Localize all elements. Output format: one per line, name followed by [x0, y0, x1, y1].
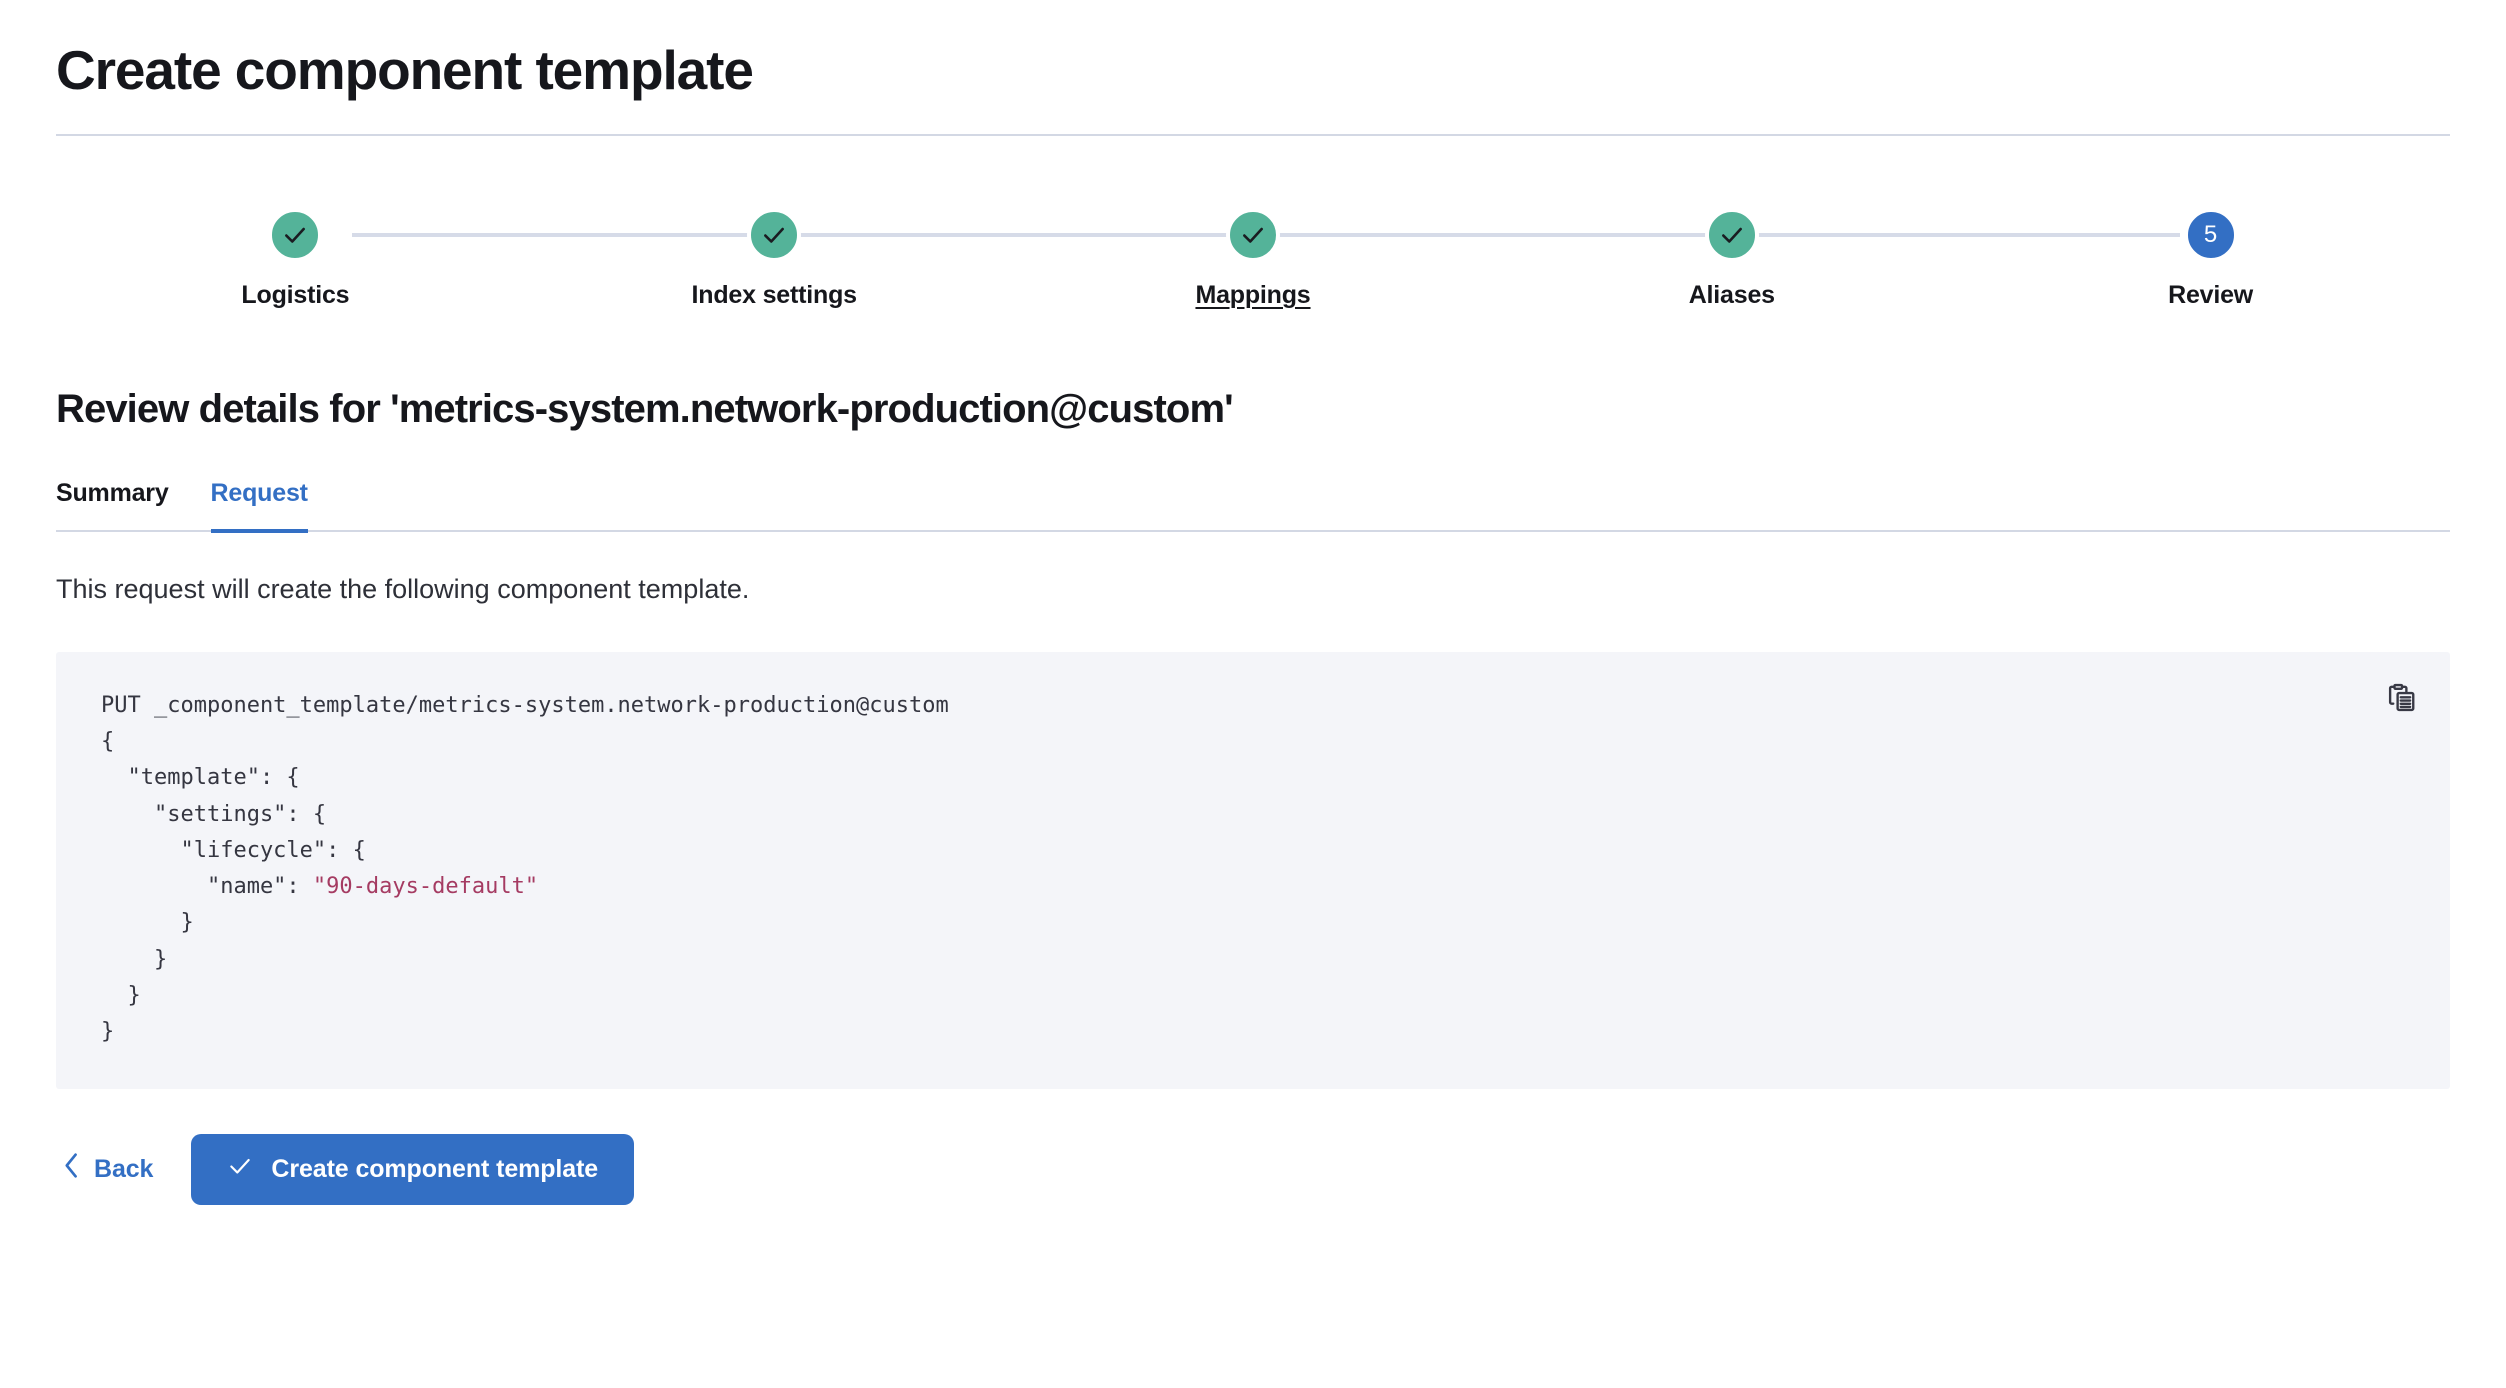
stepper-step-review[interactable]: 5 Review — [1971, 207, 2450, 310]
check-icon — [1240, 222, 1266, 248]
page-title: Create component template — [56, 39, 754, 101]
code-line: { — [101, 728, 115, 754]
stepper-step-label: Logistics — [241, 280, 350, 309]
request-description: This request will create the following c… — [56, 573, 750, 604]
stepper-step-mappings[interactable]: Mappings — [1014, 207, 1493, 310]
stepper-step-label: Review — [2168, 280, 2254, 309]
stepper-step-label: Index settings — [691, 280, 857, 309]
back-button[interactable]: Back — [56, 1144, 159, 1194]
code-request-line: PUT _component_template/metrics-system.n… — [101, 692, 949, 718]
title-divider — [56, 133, 2450, 136]
code-line: } — [101, 946, 168, 972]
tab-summary[interactable]: Summary — [56, 478, 169, 507]
code-line: "template": { — [101, 765, 300, 791]
stepper-step-index-settings[interactable]: Index settings — [535, 207, 1014, 310]
stepper-step-label[interactable]: Mappings — [1195, 280, 1311, 309]
copy-clipboard-icon[interactable] — [2382, 678, 2422, 718]
create-component-template-button[interactable]: Create component template — [191, 1133, 635, 1205]
stepper-step-label: Aliases — [1688, 280, 1775, 309]
stepper-step-logistics[interactable]: Logistics — [56, 207, 535, 310]
review-tabs: Summary Request — [56, 478, 2450, 533]
check-icon — [227, 1153, 253, 1186]
code-line: "name": — [101, 874, 313, 900]
step-status-circle[interactable] — [1225, 207, 1280, 262]
wizard-stepper: Logistics Index settings — [56, 207, 2450, 343]
create-component-template-button-label: Create component template — [271, 1154, 599, 1183]
section-title: Review details for 'metrics-system.netwo… — [56, 386, 1234, 431]
request-code-block[interactable]: PUT _component_template/metrics-system.n… — [56, 688, 2450, 1051]
code-line: } — [101, 1019, 115, 1045]
code-line: "lifecycle": { — [101, 837, 366, 863]
code-line: "settings": { — [101, 801, 327, 827]
step-number: 5 — [2203, 220, 2218, 248]
footer-actions: Back Create component template — [56, 1133, 2450, 1205]
check-icon — [761, 222, 787, 248]
chevron-left-icon — [62, 1152, 81, 1186]
tab-request[interactable]: Request — [210, 479, 308, 533]
code-line: } — [101, 910, 194, 936]
code-string-value: "90-days-default" — [312, 874, 539, 900]
step-status-circle[interactable] — [1704, 207, 1759, 262]
check-icon — [282, 222, 308, 248]
step-status-circle[interactable] — [268, 207, 323, 262]
step-status-circle[interactable] — [747, 207, 802, 262]
code-line: } — [101, 983, 141, 1009]
step-status-circle[interactable]: 5 — [2183, 207, 2238, 262]
stepper-step-aliases[interactable]: Aliases — [1492, 207, 1971, 310]
request-code-panel: PUT _component_template/metrics-system.n… — [56, 651, 2450, 1089]
check-icon — [1719, 222, 1745, 248]
back-button-label: Back — [94, 1154, 154, 1183]
stepper-steps: Logistics Index settings — [56, 207, 2450, 310]
